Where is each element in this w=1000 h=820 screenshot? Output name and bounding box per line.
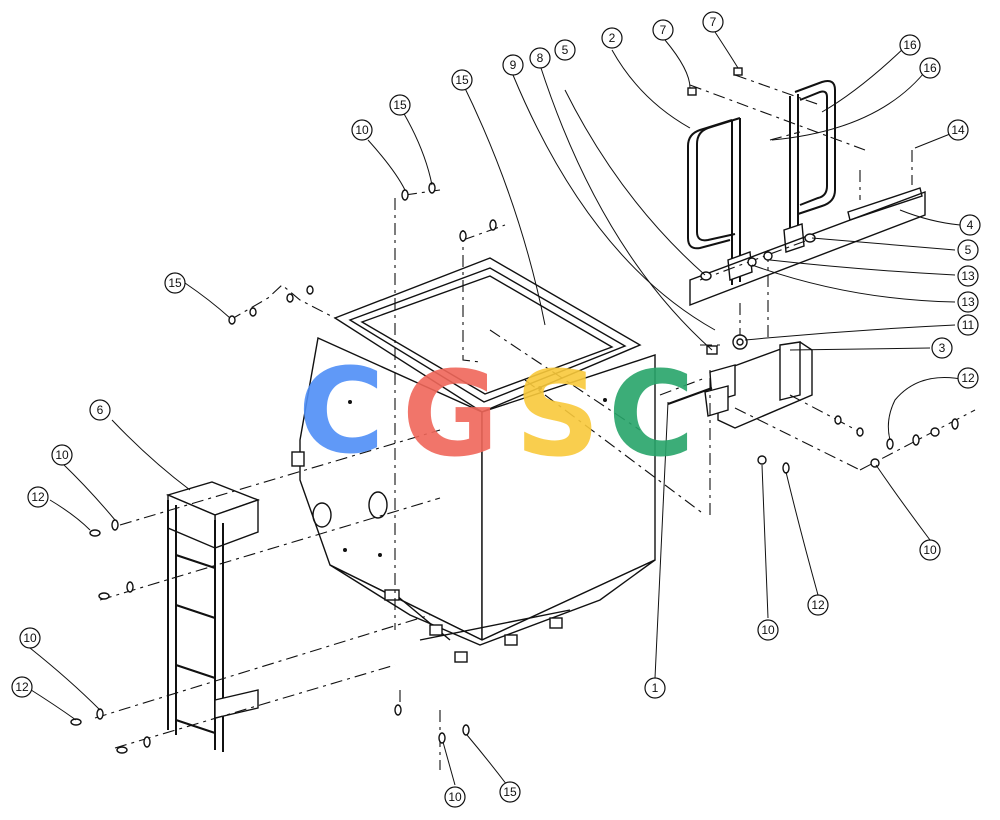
callout-12c: 12 [11,676,33,698]
svg-text:11: 11 [962,318,975,332]
svg-text:10: 10 [23,631,37,645]
callout-15b: 15 [389,94,411,116]
callout-6: 6 [89,399,111,421]
callout-10d: 10 [757,619,779,641]
callout-15a: 15 [164,272,186,294]
callout-12a: 12 [957,367,979,389]
svg-text:2: 2 [609,31,616,45]
callout-11: 11 [957,314,979,336]
svg-text:7: 7 [710,15,717,29]
svg-text:10: 10 [448,790,462,804]
bar [847,187,923,221]
ladder [165,481,261,752]
svg-text:3: 3 [939,341,946,355]
callout-10e: 10 [919,539,941,561]
svg-text:6: 6 [97,403,104,417]
callout-3: 3 [931,337,953,359]
svg-text:16: 16 [903,38,917,52]
svg-text:1: 1 [652,681,659,695]
bottom-brackets [384,589,563,663]
callout-5a: 5 [554,39,576,61]
callout-15c: 15 [451,69,473,91]
callout-10f: 10 [444,786,466,808]
watermark-letter-s: S [515,345,600,483]
watermark-logo: C G S C [298,342,695,483]
callout-5b: 5 [957,239,979,261]
callout-14: 14 [947,119,969,141]
svg-text:12: 12 [31,490,45,504]
svg-text:4: 4 [967,218,974,232]
svg-text:13: 13 [961,295,975,309]
hopper-body [291,257,656,663]
callout-10b: 10 [51,444,73,466]
svg-text:10: 10 [55,448,69,462]
leader-lines [27,31,967,786]
svg-text:16: 16 [923,61,937,75]
svg-text:12: 12 [811,598,825,612]
callout-9: 9 [502,54,524,76]
callouts: 1 2 3 4 5 5 6 7 7 8 9 10 10 10 10 10 10 … [11,11,981,808]
callout-15d: 15 [499,781,521,803]
svg-text:10: 10 [761,623,775,637]
callout-12b: 12 [27,486,49,508]
svg-text:9: 9 [510,58,517,72]
callout-4: 4 [959,214,981,236]
svg-text:10: 10 [923,543,937,557]
svg-text:5: 5 [562,43,569,57]
mount-plate [689,190,926,307]
handrail [687,80,836,285]
watermark-letter-c1: C [298,342,385,480]
hardware [70,67,959,754]
callout-2: 2 [601,27,623,49]
svg-text:7: 7 [660,23,667,37]
callout-7a: 7 [652,19,674,41]
svg-text:10: 10 [355,123,369,137]
callout-1: 1 [644,677,666,699]
svg-text:13: 13 [961,269,975,283]
callout-12d: 12 [807,594,829,616]
svg-text:12: 12 [961,371,975,385]
svg-text:15: 15 [393,98,407,112]
callout-10c: 10 [19,627,41,649]
svg-text:15: 15 [455,73,469,87]
svg-text:15: 15 [503,785,517,799]
callout-16b: 16 [919,57,941,79]
svg-text:5: 5 [965,243,972,257]
callout-13b: 13 [957,291,979,313]
svg-text:15: 15 [168,276,182,290]
watermark-letter-c2: C [608,345,695,483]
svg-text:8: 8 [537,51,544,65]
svg-text:14: 14 [951,123,965,137]
callout-16a: 16 [899,34,921,56]
svg-text:12: 12 [15,680,29,694]
watermark-letter-g: G [402,345,499,483]
support-bracket [704,341,813,429]
callout-8: 8 [529,47,551,69]
callout-13a: 13 [957,265,979,287]
callout-10a: 10 [351,119,373,141]
callout-7b: 7 [702,11,724,33]
